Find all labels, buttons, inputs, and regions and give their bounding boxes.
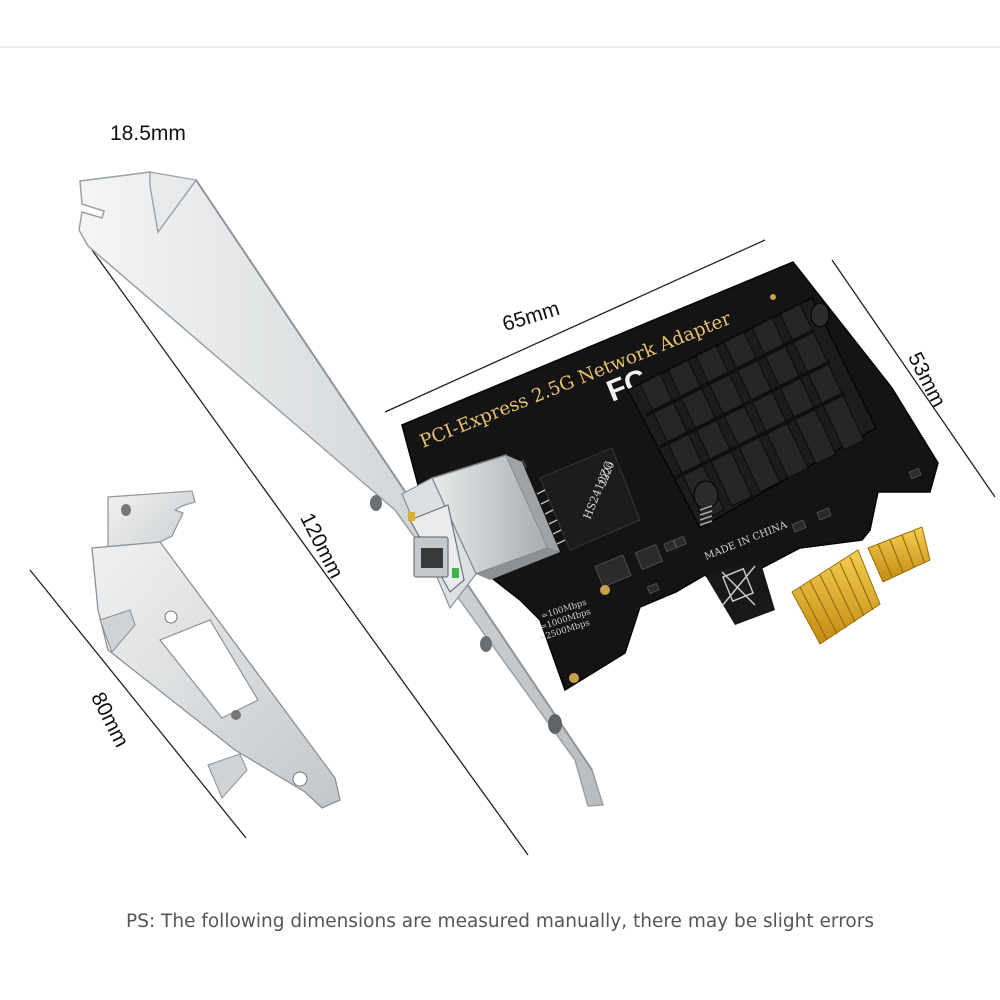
link-led-green bbox=[452, 568, 459, 578]
measurement-note: PS: The following dimensions are measure… bbox=[126, 911, 874, 932]
dim-line-65 bbox=[384, 239, 766, 413]
heatsink-pin bbox=[810, 302, 830, 328]
gold-contacts-short bbox=[867, 526, 931, 583]
dim-line-120 bbox=[91, 249, 529, 856]
heatsink-pin bbox=[693, 480, 719, 510]
dimension-lines bbox=[29, 239, 996, 856]
activity-led-yellow bbox=[408, 512, 415, 521]
dimension-label-18-5mm: 18.5mm bbox=[110, 122, 186, 145]
full-height-bracket bbox=[78, 171, 605, 807]
rj45-jack bbox=[401, 454, 560, 610]
heatsink bbox=[626, 296, 877, 530]
gold-contacts bbox=[791, 549, 881, 645]
low-profile-bracket bbox=[91, 490, 341, 809]
magnetics-chip bbox=[539, 447, 641, 551]
weee-icon bbox=[721, 565, 756, 607]
dim-line-53 bbox=[831, 259, 996, 498]
dim-line-80 bbox=[29, 569, 247, 839]
